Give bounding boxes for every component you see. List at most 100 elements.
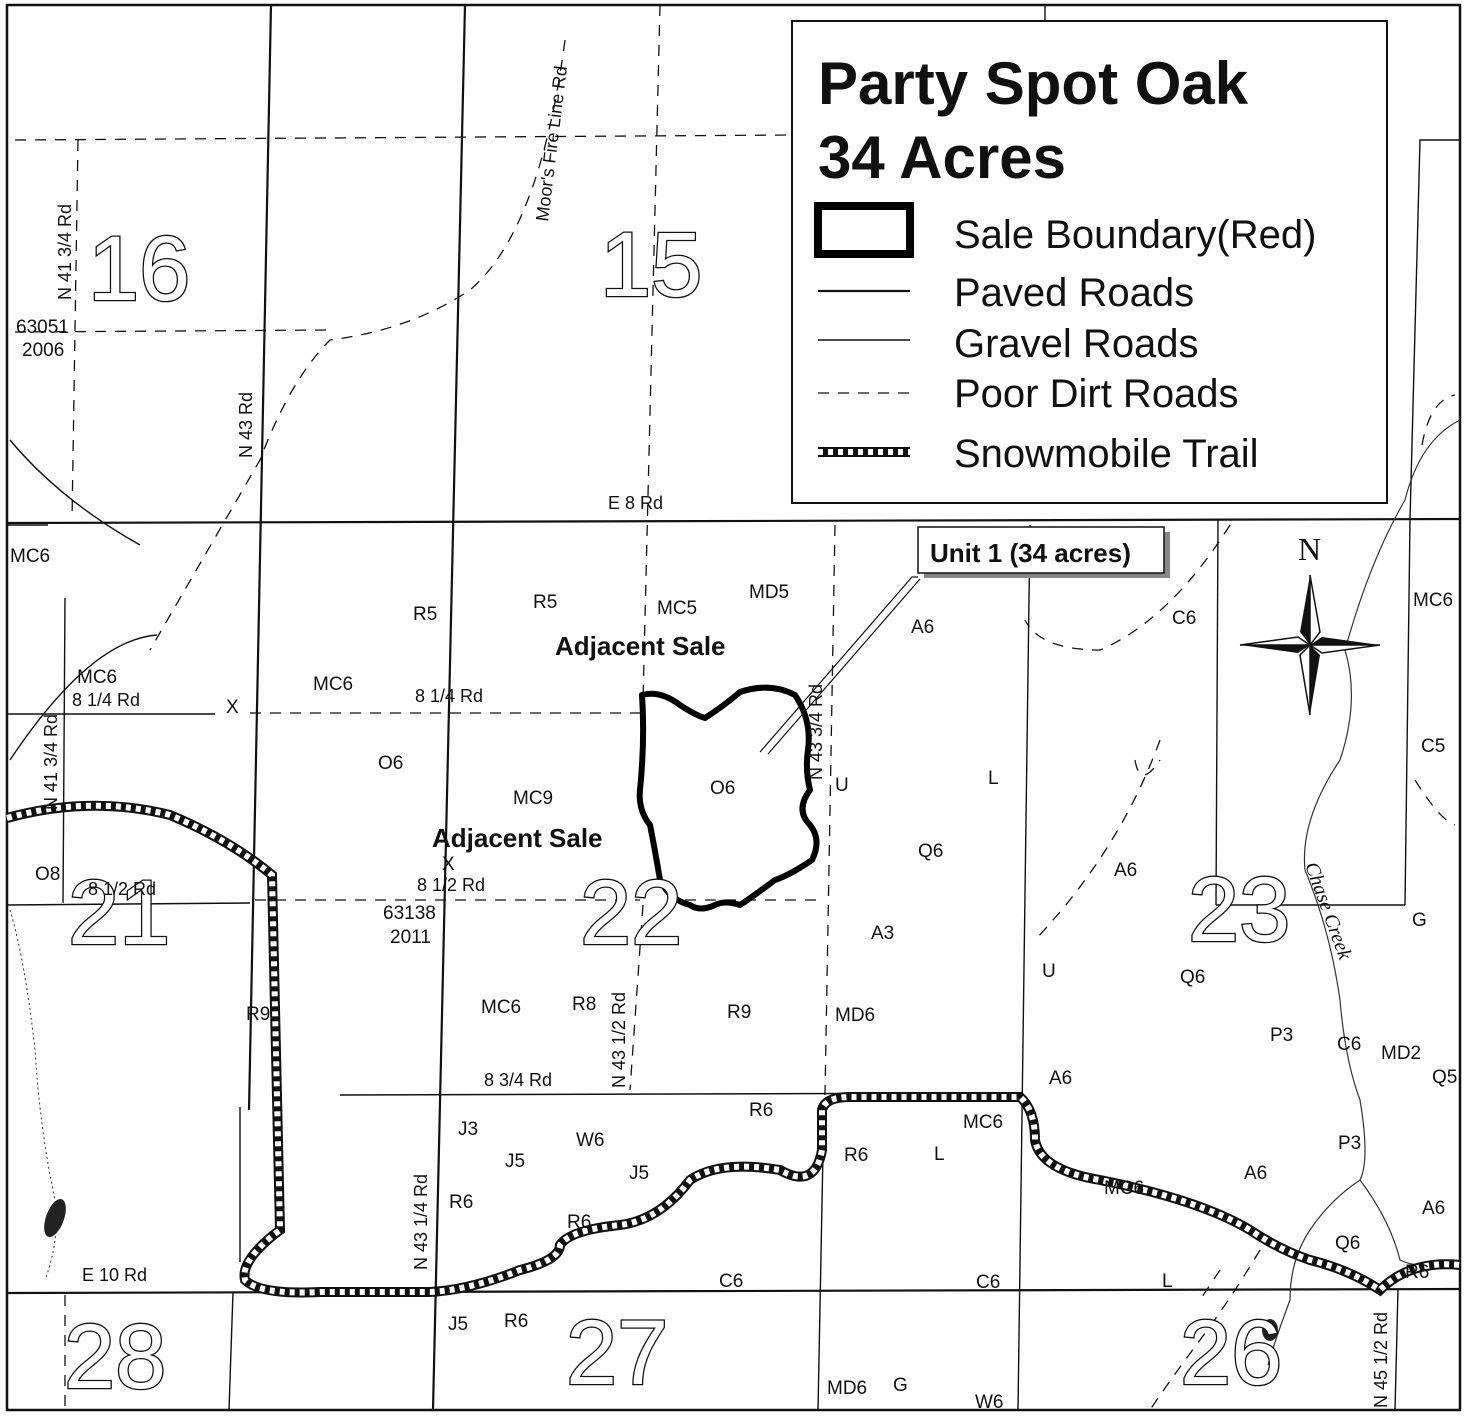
map-frame [5,3,1462,1412]
stand-code: J5 [448,1314,468,1335]
chase-creek-line [1267,419,1461,1366]
gravel-road-n45-1-2 [1394,1288,1399,1411]
road-label: N 43 1/4 Rd [411,1174,431,1270]
adjacent-sale-label: Adjacent Sale [555,631,726,661]
section-number: 26 [1180,1302,1282,1404]
dirt-road [1034,739,1161,941]
sale-boundary-unit-1 [636,684,820,912]
stand-code: MC6 [481,997,521,1018]
compass-rose-icon: N [1239,531,1381,716]
stand-code: MC6 [313,674,353,695]
gravel-road-nw-curve-2 [9,439,141,546]
dirt-road [1149,1249,1261,1411]
stand-code: R6 [504,1311,528,1332]
dirt-road [1421,394,1456,446]
road-label: E 8 Rd [608,493,663,513]
gravel-road-23-west [1215,519,1219,906]
paved-road-e8 [6,517,1461,525]
road-network [6,4,1461,1411]
stand-code: R9 [246,1004,270,1025]
road-label: 8 1/4 Rd [415,686,483,706]
parcel-ids: 63051 2006 63138 2011 [16,317,436,948]
road-label: 8 1/4 Rd [72,690,140,710]
stand-code: X [226,697,239,718]
road-n43-quarter [431,4,467,1411]
pond-icon [44,1198,66,1238]
road-label: N 43 3/4 Rd [806,684,826,780]
parcel-id: 63051 [16,317,69,338]
stand-code: MC9 [513,788,553,809]
section-line-east [1017,524,1031,1411]
stand-code: MD2 [1381,1043,1421,1064]
parcel-year: 2006 [22,340,64,361]
section-number: 27 [566,1302,668,1404]
stand-code: R5 [533,592,557,613]
stand-code: Q5 [1432,1067,1457,1088]
stand-code: U [835,775,849,796]
legend-title: Party Spot Oak [818,50,1249,117]
stand-code: R6 [1405,1262,1429,1283]
callout-box [917,526,1165,574]
dirt-road [629,904,644,1091]
stand-code: MC6 [1413,590,1453,611]
pond-icon [1262,1319,1278,1341]
section-line-west [247,4,273,1111]
dirt-road [14,134,791,141]
legend-item-label: Gravel Roads [954,322,1199,366]
stand-code: MC5 [657,598,697,619]
stand-code: R5 [413,604,437,625]
road-label: N 41 3/4 Rd [41,714,61,810]
gravel-road-23-east [1404,519,1411,906]
section-number: 22 [580,862,682,964]
stand-code: MD6 [827,1378,867,1399]
stand-code: L [988,768,999,789]
dirt-road [14,329,331,333]
stand-code: W6 [576,1130,605,1151]
legend-subtitle: 34 Acres [818,124,1066,191]
section-line-sw [228,1291,234,1411]
snowmobile-trail [5,800,1461,1298]
dirt-road [1024,524,1231,651]
stand-code: C6 [1172,608,1196,629]
paved-road-e10 [6,1287,1461,1295]
stand-code: C6 [976,1272,1000,1293]
stand-code: Q6 [1335,1233,1360,1254]
stand-code: MC6 [963,1112,1003,1133]
sale-boundary-swatch [814,202,914,258]
stand-code: P3 [1270,1025,1293,1046]
stand-code: R9 [727,1002,751,1023]
stand-code: C6 [719,1271,743,1292]
stand-code: C5 [1421,736,1445,757]
road-label: N 41 3/4 Rd [55,204,75,300]
gravel-road-n41-3-4 [62,597,66,904]
adjacent-sale-label: Adjacent Sale [432,823,603,853]
stand-code: U [1042,961,1056,982]
dirt-road [642,4,661,701]
road-label: N 45 1/2 Rd [1371,1312,1391,1408]
section-number: 15 [600,214,702,316]
dirt-road [824,524,836,1096]
section-number: 21 [68,862,170,964]
legend-item-label: Poor Dirt Roads [954,372,1239,416]
stand-code: W6 [975,1392,1004,1413]
gravel-road-nw-curve [9,634,158,761]
stand-codes: MC6 R5 R5 MC5 MD5 A6 C6 MC6 MC6 MC6 X O6… [10,546,1457,1413]
stand-code: A6 [1422,1198,1445,1219]
stand-code: A6 [1049,1068,1072,1089]
road-label: N 43 1/2 Rd [609,992,629,1088]
stand-code: L [934,1144,945,1165]
stand-code: O6 [710,778,735,799]
stand-code: J3 [458,1119,478,1140]
section-number: 28 [64,1306,166,1408]
road-label: E 10 Rd [82,1265,147,1285]
stand-code: MC6 [1104,1178,1144,1199]
stand-code: P3 [1338,1133,1361,1154]
stand-code: R6 [749,1100,773,1121]
stand-code: R6 [844,1145,868,1166]
stand-code: MC6 [77,667,117,688]
legend-item-label: Sale Boundary(Red) [954,213,1316,257]
legend-item-label: Snowmobile Trail [954,432,1259,476]
stand-code: R6 [567,1212,591,1233]
legend-box [791,20,1388,504]
